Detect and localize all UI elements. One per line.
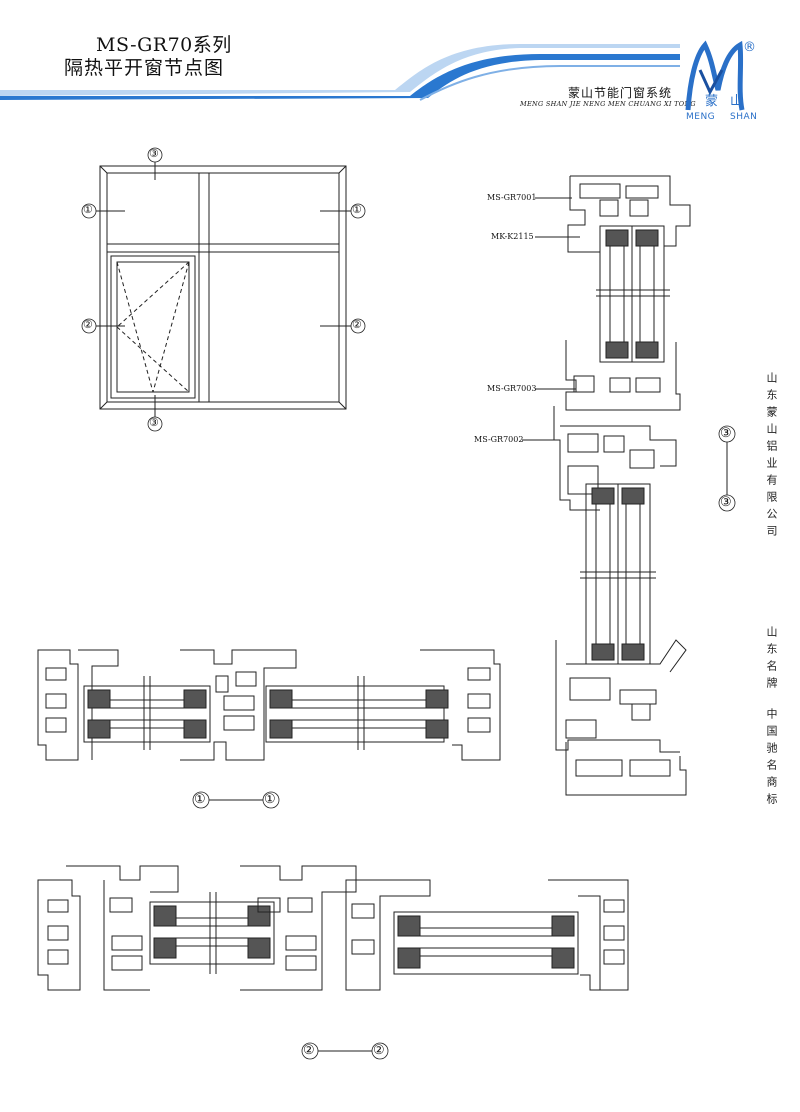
section-2-marker-left: ② <box>303 1043 315 1058</box>
marker-right-mid: ② <box>352 318 362 331</box>
vertical-section-markers <box>718 425 736 512</box>
label-mk-k2115: MK-K2115 <box>491 232 534 241</box>
company-name-vertical: 山东蒙山铝业有限公司 <box>765 372 778 542</box>
registered-mark: ® <box>743 40 756 55</box>
section-1-marker-right: ① <box>264 792 276 807</box>
section-1-markers <box>192 791 280 809</box>
section-3-marker-top: ③ <box>720 426 732 441</box>
marker-right-upper: ① <box>352 203 362 216</box>
marker-left-upper: ① <box>83 203 93 216</box>
section-2-drawing <box>37 865 629 1052</box>
award-china-trademark: 中国驰名商标 <box>765 708 778 810</box>
title-drawing: 隔热平开窗节点图 <box>64 57 225 79</box>
label-ms-gr7002: MS-GR7002 <box>474 435 524 444</box>
section-1-drawing <box>37 649 501 801</box>
section-1-marker-left: ① <box>194 792 206 807</box>
logo-char-shan: 山 <box>730 94 744 109</box>
elevation-markers <box>81 147 366 432</box>
label-ms-gr7001: MS-GR7001 <box>487 193 537 202</box>
logo-word-shan: SHAN <box>730 112 758 122</box>
logo-mark <box>685 40 745 111</box>
marker-bottom: ③ <box>149 416 159 429</box>
award-shandong-brand: 山东名牌 <box>765 626 778 694</box>
logo-word-meng: MENG <box>686 112 716 122</box>
section-2-marker-right: ② <box>373 1043 385 1058</box>
brand-pinyin: MENG SHAN JIE NENG MEN CHUANG XI TONG <box>520 100 696 108</box>
brand-chinese: 蒙山节能门窗系统 <box>568 86 673 100</box>
title-series: MS-GR70系列 <box>96 34 232 56</box>
marker-left-mid: ② <box>83 318 93 331</box>
vertical-section-drawing <box>522 175 728 796</box>
section-3-marker-bottom: ③ <box>720 495 732 510</box>
section-2-markers <box>301 1042 389 1060</box>
logo-char-meng: 蒙 <box>705 94 719 109</box>
window-elevation <box>96 162 352 418</box>
label-ms-gr7003: MS-GR7003 <box>487 384 537 393</box>
header-swoosh <box>0 44 680 101</box>
marker-top: ③ <box>149 147 159 160</box>
